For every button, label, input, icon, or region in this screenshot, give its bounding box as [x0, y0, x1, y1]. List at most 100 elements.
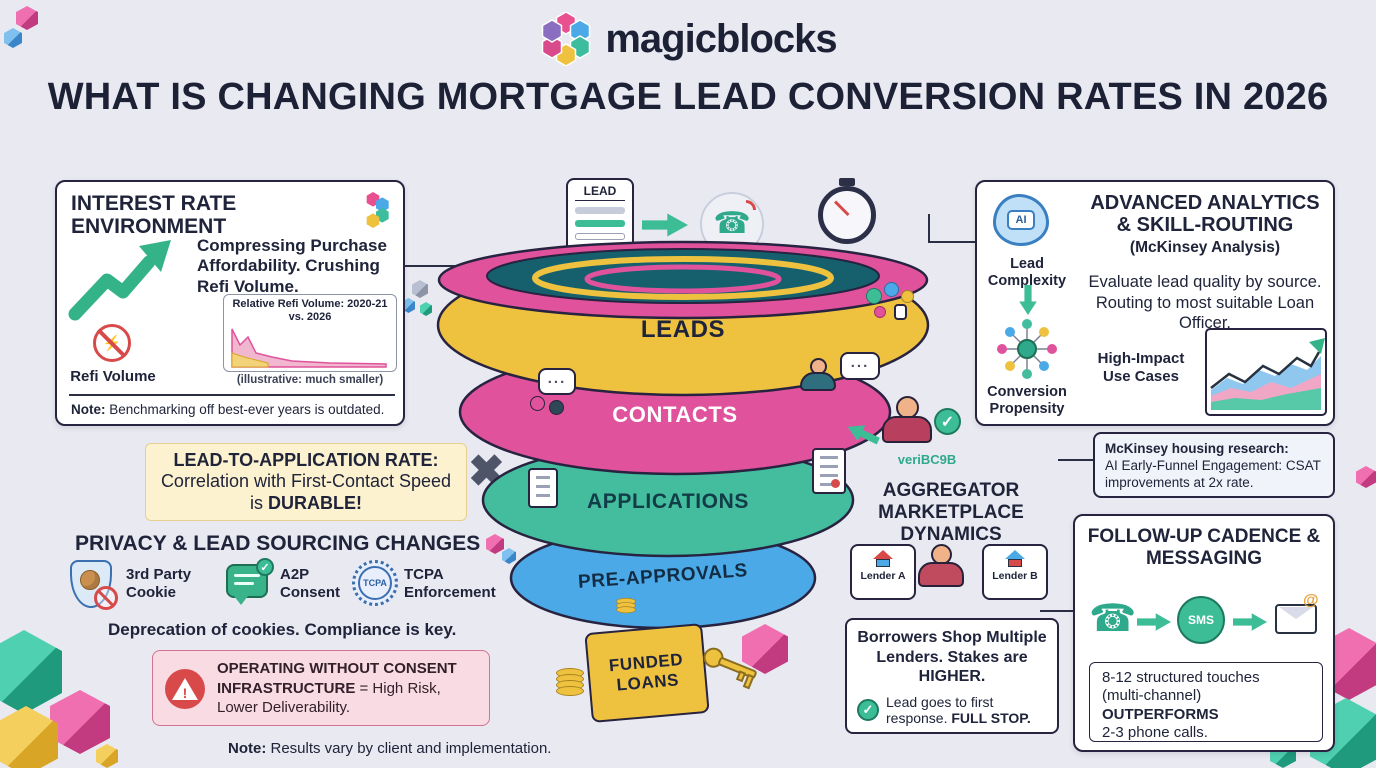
interest-rate-note: Note: Benchmarking off best-ever years i…	[71, 402, 397, 417]
flow-top-label: Lead Complexity	[987, 256, 1067, 289]
verified-borrower-avatar	[882, 396, 932, 443]
followup-result-box: 8-12 structured touches (multi-channel) …	[1089, 662, 1323, 742]
page-title: WHAT IS CHANGING MORTGAGE LEAD CONVERSIO…	[47, 76, 1329, 118]
warning-text: OPERATING WITHOUT CONSENT INFRASTRUCTURE…	[217, 659, 481, 718]
chat-line	[234, 582, 254, 585]
verified-check-icon: ✓	[934, 408, 961, 435]
check-glyph: ✓	[940, 413, 955, 431]
card-line	[575, 207, 625, 214]
flow-bottom-label: Conversion Propensity	[987, 384, 1067, 417]
aggregator-body1: Borrowers Shop Multiple Lenders. Stakes …	[857, 629, 1047, 686]
brand: magicblocks	[0, 12, 1376, 66]
research-rest: AI Early-Funnel Engagement: CSAT improve…	[1105, 457, 1321, 490]
magicblocks-logo-icon	[542, 12, 591, 66]
coin-stack-icon	[556, 668, 584, 696]
privacy-subtext: Deprecation of cookies. Compliance is ke…	[108, 620, 457, 639]
decor-cube	[50, 690, 110, 754]
decor-cube	[402, 298, 415, 313]
refi-chart-title: Relative Refi Volume: 2020-21 vs. 2026	[232, 298, 388, 323]
result-line1: 8-12 structured touches	[1102, 669, 1260, 686]
note-prefix: Note:	[71, 402, 106, 417]
lender-b-label: Lender B	[992, 570, 1038, 582]
cookie-shield-icon	[70, 560, 118, 610]
email-icon	[1275, 604, 1317, 634]
borrower-avatar	[918, 544, 964, 587]
dots-glyph: ...	[850, 354, 870, 371]
mini-doc-icon	[894, 304, 907, 320]
funnel	[436, 240, 930, 630]
check-glyph: ✓	[260, 561, 270, 574]
stopwatch-icon	[818, 186, 876, 244]
divider	[69, 394, 395, 396]
decor-cube	[420, 302, 432, 316]
coin-stack-icon	[616, 597, 636, 614]
privacy-item-label: 3rd Party Cookie	[126, 566, 192, 601]
analytics-body: Evaluate lead quality by source. Routing…	[1088, 273, 1322, 333]
decor-cube	[0, 630, 62, 714]
warning-icon: !	[165, 669, 205, 709]
ai-brain-icon: AI	[993, 194, 1049, 246]
dot-icon	[874, 306, 886, 318]
phone-icon: ☎	[1089, 598, 1137, 640]
interest-rate-body: Compressing Purchase Affordability. Crus…	[197, 236, 387, 296]
consent-warning-box: ! OPERATING WITHOUT CONSENT INFRASTRUCTU…	[152, 650, 490, 726]
lender-a-bubble: Lender A	[850, 544, 916, 600]
result-line3: 2-3 phone calls.	[1102, 723, 1208, 741]
decor-cube	[0, 706, 58, 768]
sms-icon: SMS	[1177, 596, 1225, 644]
funnel-stage-contacts: CONTACTS	[612, 402, 738, 427]
verified-tag: veriBC9B	[897, 452, 957, 467]
privacy-item-label: TCPA Enforcement	[404, 566, 496, 601]
a2p-chat-icon: ✓	[226, 558, 274, 605]
privacy-title: PRIVACY & LEAD SOURCING CHANGES	[75, 532, 481, 555]
refi-volume-label: Refi Volume	[70, 368, 156, 385]
sms-label: SMS	[1187, 613, 1214, 627]
check-glyph: ✓	[862, 702, 874, 718]
use-cases-chart	[1205, 328, 1327, 416]
connector-line	[928, 214, 930, 243]
contact-avatar	[800, 358, 836, 391]
green-arrow-icon	[1233, 613, 1267, 631]
refi-chart-panel: Relative Refi Volume: 2020-21 vs. 2026	[223, 294, 397, 372]
bolt-icon: ⚡	[102, 335, 122, 352]
result-line2: (multi-channel)	[1102, 687, 1202, 705]
aggregator-body-box: Borrowers Shop Multiple Lenders. Stakes …	[845, 618, 1059, 734]
analytics-subtitle: (McKinsey Analysis)	[1129, 238, 1281, 256]
chat-bubble-icon: ...	[840, 352, 880, 380]
dots-glyph: ...	[547, 369, 567, 387]
decor-cube	[486, 534, 504, 554]
connector-line	[1058, 459, 1093, 461]
ai-label: AI	[1007, 210, 1035, 230]
check-icon: ✓	[256, 558, 274, 576]
refi-no-sign-icon: ⚡	[93, 324, 131, 362]
no-sign-icon	[94, 586, 118, 610]
green-arrow-icon	[642, 213, 688, 237]
green-arrow-icon	[1137, 613, 1171, 631]
person-dot-icon	[549, 400, 564, 415]
lead-to-application-callout: LEAD-TO-APPLICATION RATE: Correlation wi…	[145, 443, 467, 521]
chat-bubble-icon: ...	[538, 368, 576, 395]
interest-rate-title: INTEREST RATE ENVIRONMENT	[71, 192, 237, 239]
dot-icon	[901, 290, 914, 303]
lead-card-title: LEAD	[575, 184, 625, 201]
analytics-title: ADVANCED ANALYTICS & SKILL-ROUTING	[1090, 192, 1320, 237]
connector-line	[1040, 610, 1073, 612]
tcpa-badge-text: TCPA	[358, 566, 392, 600]
dot-icon	[866, 288, 882, 304]
dot-icon	[884, 282, 899, 297]
funded-loans-label: FUNDED LOANS	[608, 650, 685, 695]
decor-cube	[502, 548, 516, 564]
note-text: Benchmarking off best-ever years is outd…	[109, 402, 385, 417]
refi-volume-chart	[231, 328, 387, 369]
tcpa-badge-icon: TCPA	[352, 560, 398, 606]
research-strong: McKinsey housing research:	[1105, 441, 1289, 456]
mckinsey-research-box: McKinsey housing research: AI Early-Funn…	[1093, 432, 1335, 498]
analytics-title-block: ADVANCED ANALYTICS & SKILL-ROUTING (McKi…	[1081, 192, 1329, 257]
analytics-box: AI Lead Complexity Conversion Propensity…	[975, 180, 1335, 426]
at-glyph: @	[1303, 592, 1319, 609]
keys-icon	[703, 647, 757, 690]
lead-to-app-body: Correlation with First-Contact Speed is	[160, 471, 452, 513]
footer-note-text: Results vary by client and implementatio…	[270, 740, 552, 757]
card-line	[575, 220, 625, 227]
